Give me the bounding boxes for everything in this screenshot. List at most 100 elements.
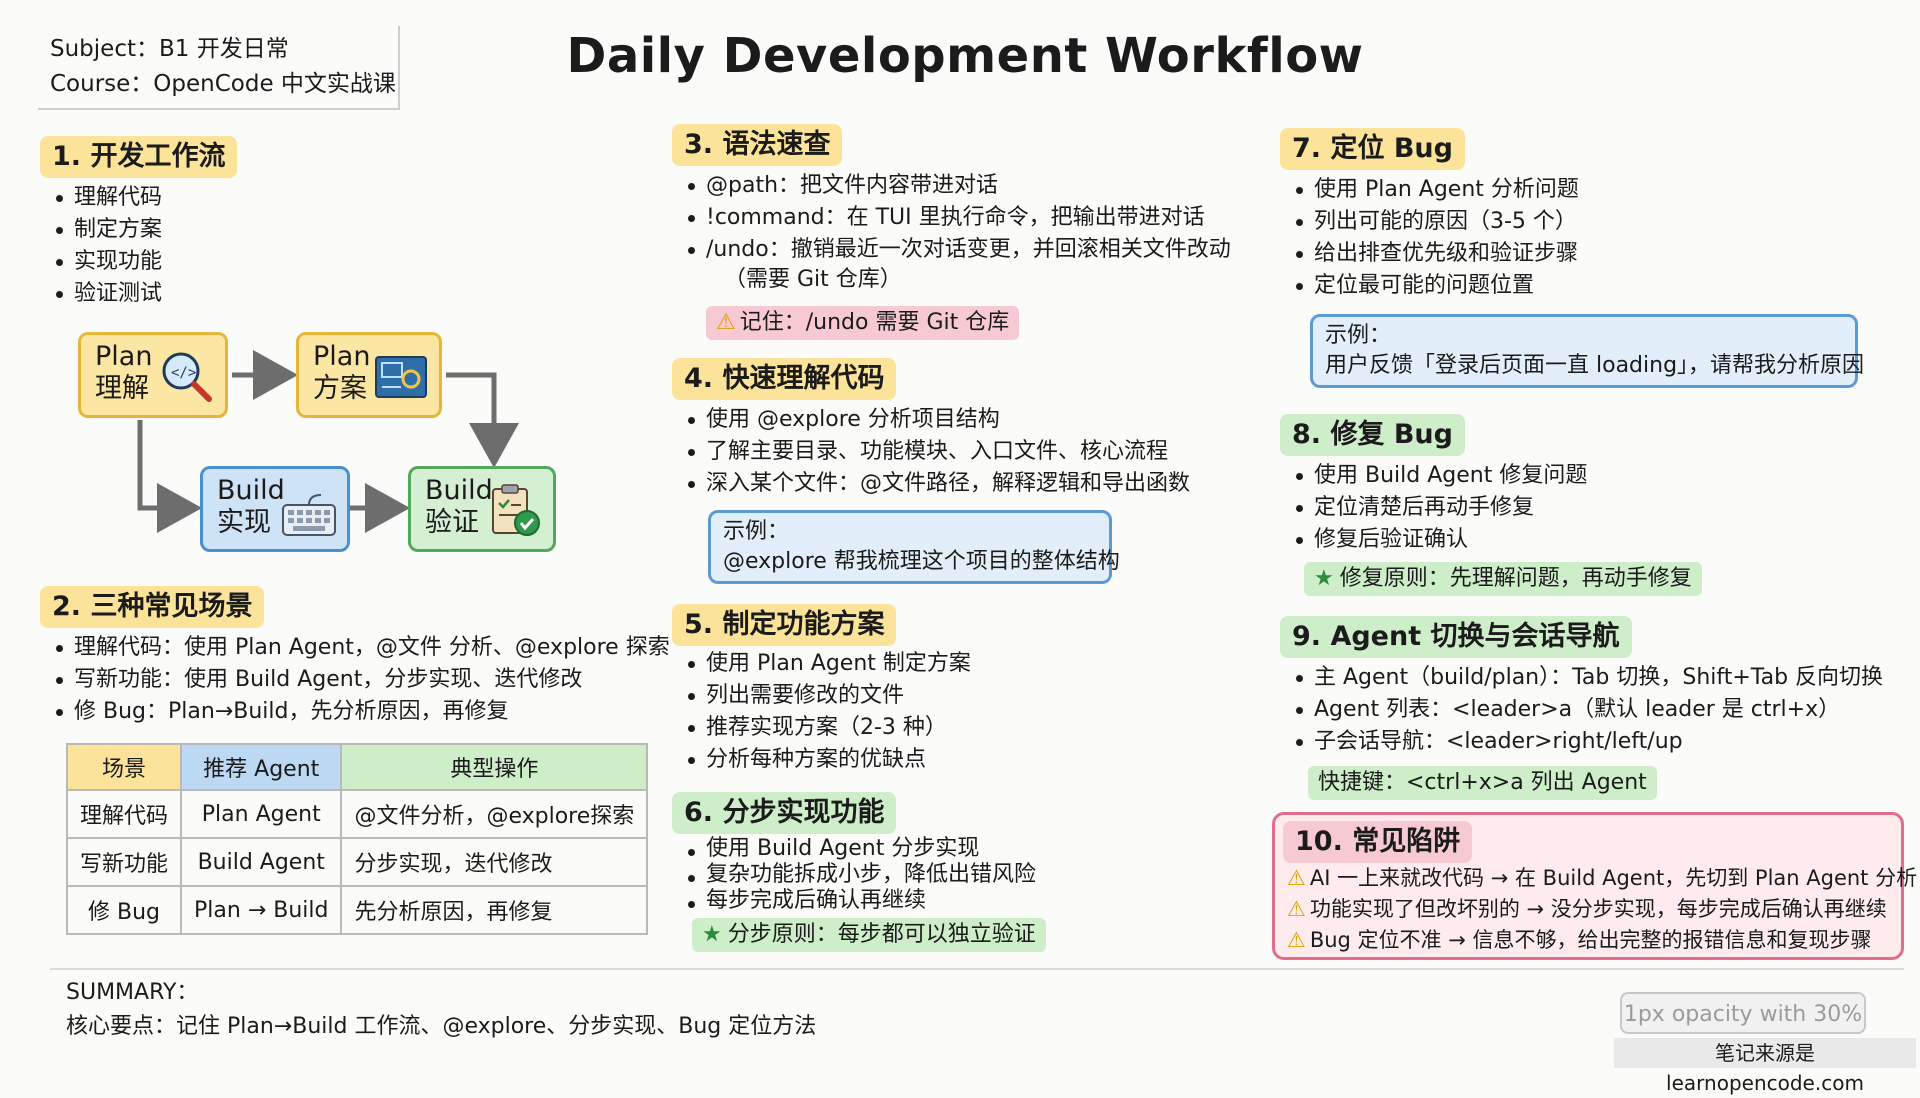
section-9-heading: 9. Agent 切换与会话导航 (1280, 616, 1632, 658)
section-7-heading: 7. 定位 Bug (1280, 128, 1465, 170)
flow-label: 方案 (313, 373, 367, 404)
bug-example: 示例： 用户反馈「登录后页面一直 loading」，请帮我分析原因 (1310, 314, 1864, 388)
section-5-list: 使用 Plan Agent 制定方案 列出需要修改的文件 推荐实现方案（2-3 … (672, 648, 971, 776)
pitfalls-box: 10. 常见陷阱 ⚠AI 一上来就改代码 → 在 Build Agent，先切到… (1272, 812, 1917, 960)
list-item: 定位最可能的问题位置 (1280, 270, 1858, 302)
arrow-plan-to-verify (446, 372, 519, 468)
table-row: 修 Bug Plan → Build 先分析原因，再修复 (65, 885, 649, 935)
course-text: Course：OpenCode 中文实战课 (50, 71, 396, 97)
fix-principle-callout: ★修复原则：先理解问题，再动手修复 (1304, 562, 1702, 596)
example-label: 示例： (1325, 323, 1392, 348)
flow-label: Build (217, 475, 285, 506)
list-item: ⚠AI 一上来就改代码 → 在 Build Agent，先切到 Plan Age… (1287, 863, 1917, 894)
page-title: Daily Development Workflow (566, 28, 1364, 84)
table-cell: 先分析原因，再修复 (340, 885, 649, 935)
flow-verify-box: Build 验证 (408, 466, 556, 552)
blueprint-icon (373, 349, 429, 413)
table-row: 理解代码 Plan Agent @文件分析，@explore探索 (65, 789, 649, 839)
flow-label: 实现 (217, 507, 271, 538)
list-item: 了解主要目录、功能模块、入口文件、核心流程 (672, 436, 1190, 468)
list-item: !command：在 TUI 里执行命令，把输出带进对话 (672, 202, 1231, 234)
star-icon: ★ (702, 922, 722, 947)
source-note: 笔记来源是 learnopencode.com (1614, 1038, 1916, 1095)
table-cell: 写新功能 (65, 837, 183, 887)
list-item: 写新功能：使用 Build Agent，分步实现、迭代修改 (40, 664, 670, 696)
list-item: 深入某个文件：@文件路径，解释逻辑和导出函数 (672, 468, 1190, 500)
list-item: 理解代码 (40, 182, 237, 214)
section-8-heading: 8. 修复 Bug (1280, 414, 1465, 456)
list-item: ⚠功能实现了但改坏别的 → 没分步实现，每步完成后确认再继续 (1287, 894, 1901, 925)
list-item-continuation: （需要 Git 仓库） (724, 267, 902, 292)
section-8: 8. 修复 Bug 使用 Build Agent 修复问题 定位清楚后再动手修复… (1280, 414, 1702, 596)
arrow-understand-to-build (137, 420, 202, 533)
table-header-row: 场景 推荐 Agent 典型操作 (65, 743, 649, 791)
table-cell: 理解代码 (65, 789, 183, 839)
list-item: 复杂功能拆成小步，降低出错风险 (672, 862, 1046, 888)
flow-arrows (137, 350, 519, 533)
flow-label: 理解 (95, 373, 149, 404)
flow-label: Build (425, 475, 493, 506)
section-1: 1. 开发工作流 理解代码 制定方案 实现功能 验证测试 (40, 136, 238, 310)
list-item: Agent 列表：<leader>a（默认 leader 是 ctrl+x） (1280, 694, 1883, 726)
section-1-list: 理解代码 制定方案 实现功能 验证测试 (40, 182, 237, 310)
section-2: 2. 三种常见场景 理解代码：使用 Plan Agent，@文件 分析、@exp… (40, 586, 670, 728)
step-principle-callout: ★分步原则：每步都可以独立验证 (692, 918, 1046, 952)
keyboard-icon (281, 491, 337, 547)
warning-icon: ⚠ (1287, 866, 1306, 890)
flow-build-box: Build 实现 (200, 466, 350, 552)
list-item: 实现功能 (40, 246, 237, 278)
flow-plan-box: Plan 方案 (296, 332, 442, 418)
list-item: 列出需要修改的文件 (672, 680, 971, 712)
section-10-heading: 10. 常见陷阱 (1283, 821, 1473, 863)
table-cell: 分步实现，迭代修改 (340, 837, 649, 887)
list-item: /undo：撤销最近一次对话变更，并回滚相关文件改动 (672, 234, 1231, 266)
table-cell: 修 Bug (65, 885, 183, 935)
table-cell: Build Agent (180, 837, 343, 887)
star-icon: ★ (1314, 566, 1334, 591)
scenario-table: 场景 推荐 Agent 典型操作 理解代码 Plan Agent @文件分析，@… (65, 743, 649, 935)
section-3-list: @path：把文件内容带进对话 !command：在 TUI 里执行命令，把输出… (672, 170, 1231, 266)
table-header: 典型操作 (340, 743, 649, 791)
list-item: 推荐实现方案（2-3 种） (672, 712, 971, 744)
subject-box: Subject：B1 开发日常 Course：OpenCode 中文实战课 (38, 26, 400, 110)
list-item: ⚠Bug 定位不准 → 信息不够，给出完整的报错信息和复现步骤 (1287, 925, 1901, 956)
example-label: 示例： (723, 519, 790, 544)
section-2-list: 理解代码：使用 Plan Agent，@文件 分析、@explore 探索 写新… (40, 632, 670, 728)
list-item: 定位清楚后再动手修复 (1280, 492, 1702, 524)
flow-label: Plan (313, 341, 371, 372)
pitfall-text: Bug 定位不准 → 信息不够，给出完整的报错信息和复现步骤 (1309, 928, 1872, 952)
pitfall-text: AI 一上来就改代码 → 在 Build Agent，先切到 Plan Agen… (1309, 866, 1918, 890)
warning-icon: ⚠ (1287, 897, 1306, 921)
undo-callout: ⚠记住：/undo 需要 Git 仓库 (706, 306, 1020, 340)
section-3: 3. 语法速查 @path：把文件内容带进对话 !command：在 TUI 里… (672, 124, 1231, 340)
explore-example: 示例： @explore 帮我梳理这个项目的整体结构 (708, 510, 1120, 584)
list-item: 使用 @explore 分析项目结构 (672, 404, 1190, 436)
pitfall-text: 功能实现了但改坏别的 → 没分步实现，每步完成后确认再继续 (1309, 897, 1887, 921)
table-cell: Plan → Build (180, 885, 343, 935)
section-2-heading: 2. 三种常见场景 (40, 586, 265, 628)
list-item: @path：把文件内容带进对话 (672, 170, 1231, 202)
list-item: 修复后验证确认 (1280, 524, 1702, 556)
flow-label: Plan (95, 341, 153, 372)
list-item: 验证测试 (40, 278, 237, 310)
section-4-heading: 4. 快速理解代码 (672, 358, 897, 400)
list-item: 理解代码：使用 Plan Agent，@文件 分析、@explore 探索 (40, 632, 670, 664)
list-item: 给出排查优先级和验证步骤 (1280, 238, 1858, 270)
magnifier-code-icon: </> (159, 349, 215, 413)
section-5: 5. 制定功能方案 使用 Plan Agent 制定方案 列出需要修改的文件 推… (672, 604, 971, 776)
table-row: 写新功能 Build Agent 分步实现，迭代修改 (65, 837, 649, 887)
list-item: 分析每种方案的优缺点 (672, 744, 971, 776)
shortcut-callout: 快捷键：<ctrl+x>a 列出 Agent (1308, 766, 1657, 800)
section-7: 7. 定位 Bug 使用 Plan Agent 分析问题 列出可能的原因（3-5… (1280, 128, 1864, 388)
scenario-table-wrap: 场景 推荐 Agent 典型操作 理解代码 Plan Agent @文件分析，@… (65, 743, 649, 935)
list-item: 制定方案 (40, 214, 237, 246)
warning-icon: ⚠ (716, 310, 736, 335)
section-5-heading: 5. 制定功能方案 (672, 604, 897, 646)
section-4: 4. 快速理解代码 使用 @explore 分析项目结构 了解主要目录、功能模块… (672, 358, 1190, 584)
flow-understand-box: Plan 理解 </> (78, 332, 228, 418)
section-4-list: 使用 @explore 分析项目结构 了解主要目录、功能模块、入口文件、核心流程… (672, 404, 1190, 500)
list-item: 使用 Plan Agent 分析问题 (1280, 174, 1858, 206)
list-item: 每步完成后确认再继续 (672, 888, 1046, 914)
list-item: 主 Agent（build/plan）：Tab 切换，Shift+Tab 反向切… (1280, 662, 1883, 694)
table-header: 场景 (65, 743, 183, 791)
